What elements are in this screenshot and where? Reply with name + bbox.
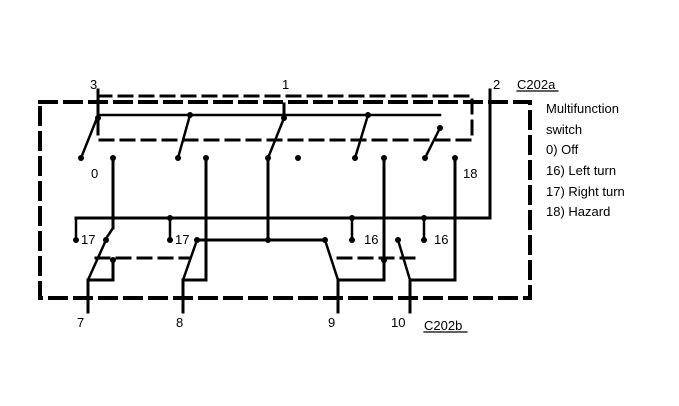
contact-dot bbox=[437, 125, 443, 131]
contact-dot bbox=[452, 155, 458, 161]
position-16-mid-label: 16 bbox=[364, 232, 378, 247]
contact-bracket-8 bbox=[181, 238, 208, 282]
legend-title-line2: switch bbox=[546, 122, 582, 137]
upper-switch-5 bbox=[423, 126, 442, 160]
contact-dot bbox=[175, 155, 181, 161]
contact-bracket-7 bbox=[86, 258, 115, 282]
contact-dot bbox=[110, 257, 116, 263]
upper-switch-1 bbox=[79, 116, 99, 160]
contact-dot bbox=[265, 237, 271, 243]
contact-dot bbox=[167, 215, 173, 221]
position-18-label: 18 bbox=[463, 166, 477, 181]
terminal-3-label: 3 bbox=[90, 77, 97, 92]
lower-switch-10 bbox=[396, 238, 412, 282]
terminal-9-label: 9 bbox=[328, 315, 335, 330]
terminal-10-label: 10 bbox=[391, 315, 405, 330]
contact-dot bbox=[167, 237, 173, 243]
connector-top-label: C202a bbox=[517, 77, 556, 92]
legend-item: 16) Left turn bbox=[546, 163, 616, 178]
contact-dot bbox=[349, 215, 355, 221]
legend: Multifunction switch 0) Off 16) Left tur… bbox=[546, 101, 625, 219]
contact-dot bbox=[295, 155, 301, 161]
contact-dot bbox=[349, 237, 355, 243]
contact-dot bbox=[187, 112, 193, 118]
position-0-label: 0 bbox=[91, 166, 98, 181]
connector-bottom-label: C202b bbox=[424, 318, 462, 333]
legend-item: 0) Off bbox=[546, 142, 579, 157]
contact-dot bbox=[395, 237, 401, 243]
upper-switch-3 bbox=[266, 116, 286, 160]
lower-switch-8 bbox=[181, 238, 199, 282]
contact-dot bbox=[110, 155, 116, 161]
contact-dot bbox=[365, 112, 371, 118]
contact-dot bbox=[103, 237, 109, 243]
upper-switch-2 bbox=[176, 113, 192, 160]
contact-dot bbox=[281, 115, 287, 121]
legend-item: 18) Hazard bbox=[546, 204, 610, 219]
contact-dot bbox=[422, 155, 428, 161]
contact-dot bbox=[381, 257, 387, 263]
position-17-left-label: 17 bbox=[81, 232, 95, 247]
terminal-2-label: 2 bbox=[493, 77, 500, 92]
lower-switch-9 bbox=[323, 238, 340, 282]
contact-bracket-10 bbox=[408, 276, 457, 282]
lower-switch-7 bbox=[86, 238, 108, 282]
contact-dot bbox=[352, 155, 358, 161]
contact-dot bbox=[73, 237, 79, 243]
upper-switch-4 bbox=[353, 113, 370, 160]
terminal-7-label: 7 bbox=[77, 315, 84, 330]
contact-dot bbox=[78, 155, 84, 161]
contact-dot bbox=[95, 115, 101, 121]
terminal-8-label: 8 bbox=[176, 315, 183, 330]
switch-housing bbox=[38, 100, 532, 300]
contact-dot bbox=[265, 155, 271, 161]
position-16-right-label: 16 bbox=[434, 232, 448, 247]
contact-dot bbox=[381, 155, 387, 161]
position-17-mid-label: 17 bbox=[175, 232, 189, 247]
contact-dot bbox=[194, 237, 200, 243]
contact-dot bbox=[421, 215, 427, 221]
terminal-1-label: 1 bbox=[282, 77, 289, 92]
contact-dot bbox=[421, 237, 427, 243]
contact-dot bbox=[203, 155, 209, 161]
contact-bracket-9 bbox=[336, 258, 386, 282]
legend-item: 17) Right turn bbox=[546, 184, 625, 199]
legend-title-line1: Multifunction bbox=[546, 101, 619, 116]
contact-dot bbox=[322, 237, 328, 243]
